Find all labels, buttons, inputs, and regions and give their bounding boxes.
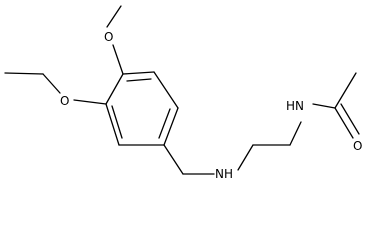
ring-bond-3 [163, 107, 179, 146]
carbonyl-oxygen-label: O [353, 139, 362, 153]
carbonyl-methyl-bond [334, 72, 357, 109]
carbonyl-double-bond-a [334, 107, 354, 139]
ethoxy-ch3-bond [4, 72, 44, 75]
ring-bond-6 [105, 73, 124, 105]
carbonyl-double-bond-b [340, 103, 360, 135]
amine-nh-label: NH [215, 167, 233, 181]
ring-bond-1 [122, 71, 155, 75]
ring-bond-5 [105, 103, 120, 146]
amide-carbonyl-bond [312, 103, 336, 109]
molecule-diagram: O O NH HN O [4, 5, 362, 181]
benzyl-ch2-bond [163, 144, 184, 175]
ch2-amide-bond [289, 121, 302, 146]
amide-nh-label: HN [286, 99, 304, 113]
structure-canvas: O O NH HN O [4, 5, 362, 181]
ring-bond-2 [153, 71, 179, 109]
ring-double-1 [126, 78, 152, 82]
amine-ch2-bond [237, 144, 254, 171]
ethoxy-oxygen-label: O [60, 94, 69, 108]
ring-double-3 [111, 105, 123, 139]
methoxy-o-bond [112, 44, 124, 75]
methoxy-oxygen-label: O [104, 30, 113, 44]
ethoxy-ch2-bond [42, 73, 61, 94]
methoxy-ch3-bond [106, 5, 122, 28]
ethoxy-o-bond [73, 99, 107, 105]
ring-double-2 [158, 108, 171, 139]
